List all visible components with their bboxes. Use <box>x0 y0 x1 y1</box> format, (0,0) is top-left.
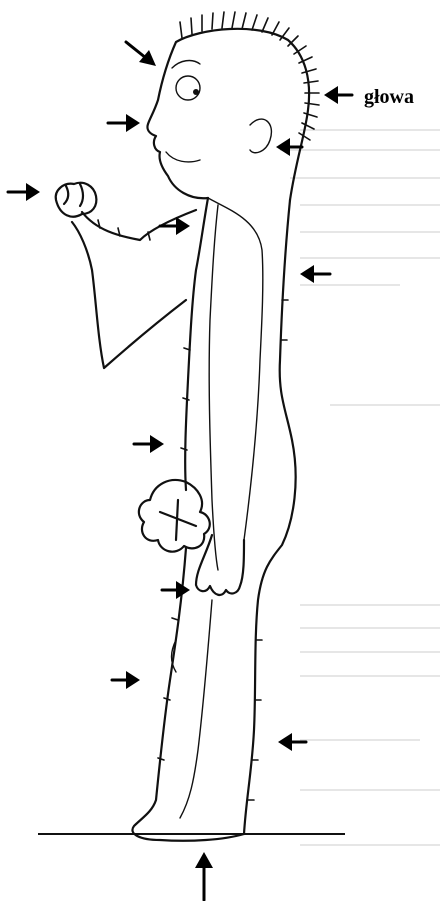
human-figure <box>56 12 319 841</box>
ear <box>250 119 271 153</box>
arrow-head-label <box>324 86 352 104</box>
arrow-back <box>300 265 330 283</box>
front-torso-outline <box>185 198 208 490</box>
eye <box>172 61 200 100</box>
arrow-abdomen <box>134 435 164 453</box>
head-hair <box>180 12 319 140</box>
arm-inner-line <box>209 205 218 570</box>
arrow-calf <box>278 733 306 751</box>
shoulder-outline <box>208 198 263 540</box>
arrow-thigh <box>162 581 190 599</box>
head-outline <box>147 29 309 200</box>
mouth <box>166 152 200 162</box>
head-label: głowa <box>364 86 414 108</box>
fig-leaf <box>139 480 210 552</box>
inner-leg-line <box>180 600 212 818</box>
arrow-fist <box>8 183 40 201</box>
pointer-arrows <box>8 42 352 900</box>
fist <box>56 183 97 217</box>
arrow-foot <box>195 852 213 900</box>
show-through-lines <box>280 130 440 845</box>
arrow-crown <box>126 42 156 66</box>
arrow-knee <box>112 671 140 689</box>
arrow-face <box>108 114 140 132</box>
